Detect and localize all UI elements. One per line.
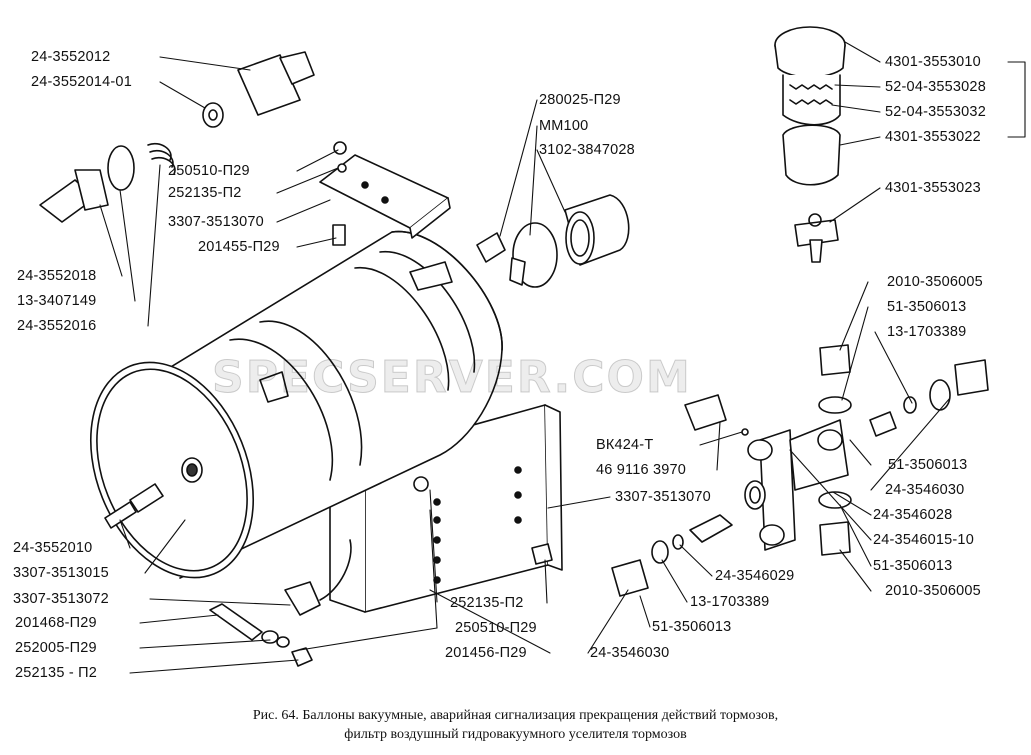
label-13-1703389-top: 13-1703389 [887, 324, 967, 340]
label-24-3552012: 24-3552012 [31, 49, 111, 65]
label-24-3546030-bottom: 24-3546030 [590, 645, 670, 661]
label-24-3546015-10: 24-3546015-10 [873, 532, 974, 548]
leader-lines [99, 41, 1026, 674]
label-4301-3553010: 4301-3553010 [885, 54, 981, 70]
label-252135-p2-mid: 252135-П2 [450, 595, 524, 611]
upper-left-fittings [39, 51, 315, 223]
valve-assembly [531, 344, 989, 597]
pressure-sensor [476, 194, 630, 288]
watermark: SPECSERVER.COM [212, 352, 692, 404]
label-51-3506013-top: 51-3506013 [887, 299, 967, 315]
label-250510-p29-top: 250510-П29 [168, 163, 250, 179]
label-280025-p29: 280025-П29 [539, 92, 621, 108]
label-201468-p29: 201468-П29 [15, 615, 97, 631]
label-252005-p29: 252005-П29 [15, 640, 97, 656]
label-13-1703389-bottom: 13-1703389 [690, 594, 770, 610]
label-24-3552014-01: 24-3552014-01 [31, 74, 132, 90]
label-52-04-3553032: 52-04-3553032 [885, 104, 986, 120]
label-51-3506013-mid: 51-3506013 [888, 457, 968, 473]
label-24-3552010: 24-3552010 [13, 540, 93, 556]
label-3307-3513072: 3307-3513072 [13, 591, 109, 607]
label-3307-3513015: 3307-3513015 [13, 565, 109, 581]
label-4301-3553022: 4301-3553022 [885, 129, 981, 145]
label-2010-3506005-bottom: 2010-3506005 [885, 583, 981, 599]
label-4301-3553023: 4301-3553023 [885, 180, 981, 196]
label-201455-p29: 201455-П29 [198, 239, 280, 255]
label-252135-p2-bottom: 252135 - П2 [15, 665, 97, 681]
label-51-3506013-bottom: 51-3506013 [652, 619, 732, 635]
label-250510-p29-mid: 250510-П29 [455, 620, 537, 636]
label-3307-3513070-mid: 3307-3513070 [615, 489, 711, 505]
label-46-9116-3970: 46 9116 3970 [596, 462, 687, 478]
label-3307-3513070-top: 3307-3513070 [168, 214, 264, 230]
bottom-fasteners [209, 603, 313, 667]
label-24-3546030-right: 24-3546030 [885, 482, 965, 498]
figure-caption-line-2: фильтр воздушный гидровакуумного уселите… [344, 727, 687, 742]
figure-caption-line-1: Рис. 64. Баллоны вакуумные, аварийная си… [252, 708, 779, 723]
label-24-3546028: 24-3546028 [873, 507, 953, 523]
label-13-3407149: 13-3407149 [17, 293, 97, 309]
air-filter [774, 26, 846, 263]
label-24-3552016: 24-3552016 [17, 318, 97, 334]
label-24-3552018: 24-3552018 [17, 268, 97, 284]
label-2010-3506005-top: 2010-3506005 [887, 274, 983, 290]
label-51-3506013-lower: 51-3506013 [873, 558, 953, 574]
small-bracket [319, 141, 451, 246]
label-vk424-t: ВК424-Т [596, 437, 654, 453]
label-252135-p2-top: 252135-П2 [168, 185, 242, 201]
vacuum-cylinder [89, 230, 563, 616]
label-3102-3847028: 3102-3847028 [539, 142, 635, 158]
label-201456-p29: 201456-П29 [445, 645, 527, 661]
label-52-04-3553028: 52-04-3553028 [885, 79, 986, 95]
label-24-3546029: 24-3546029 [715, 568, 795, 584]
label-mm100: ММ100 [539, 118, 589, 134]
